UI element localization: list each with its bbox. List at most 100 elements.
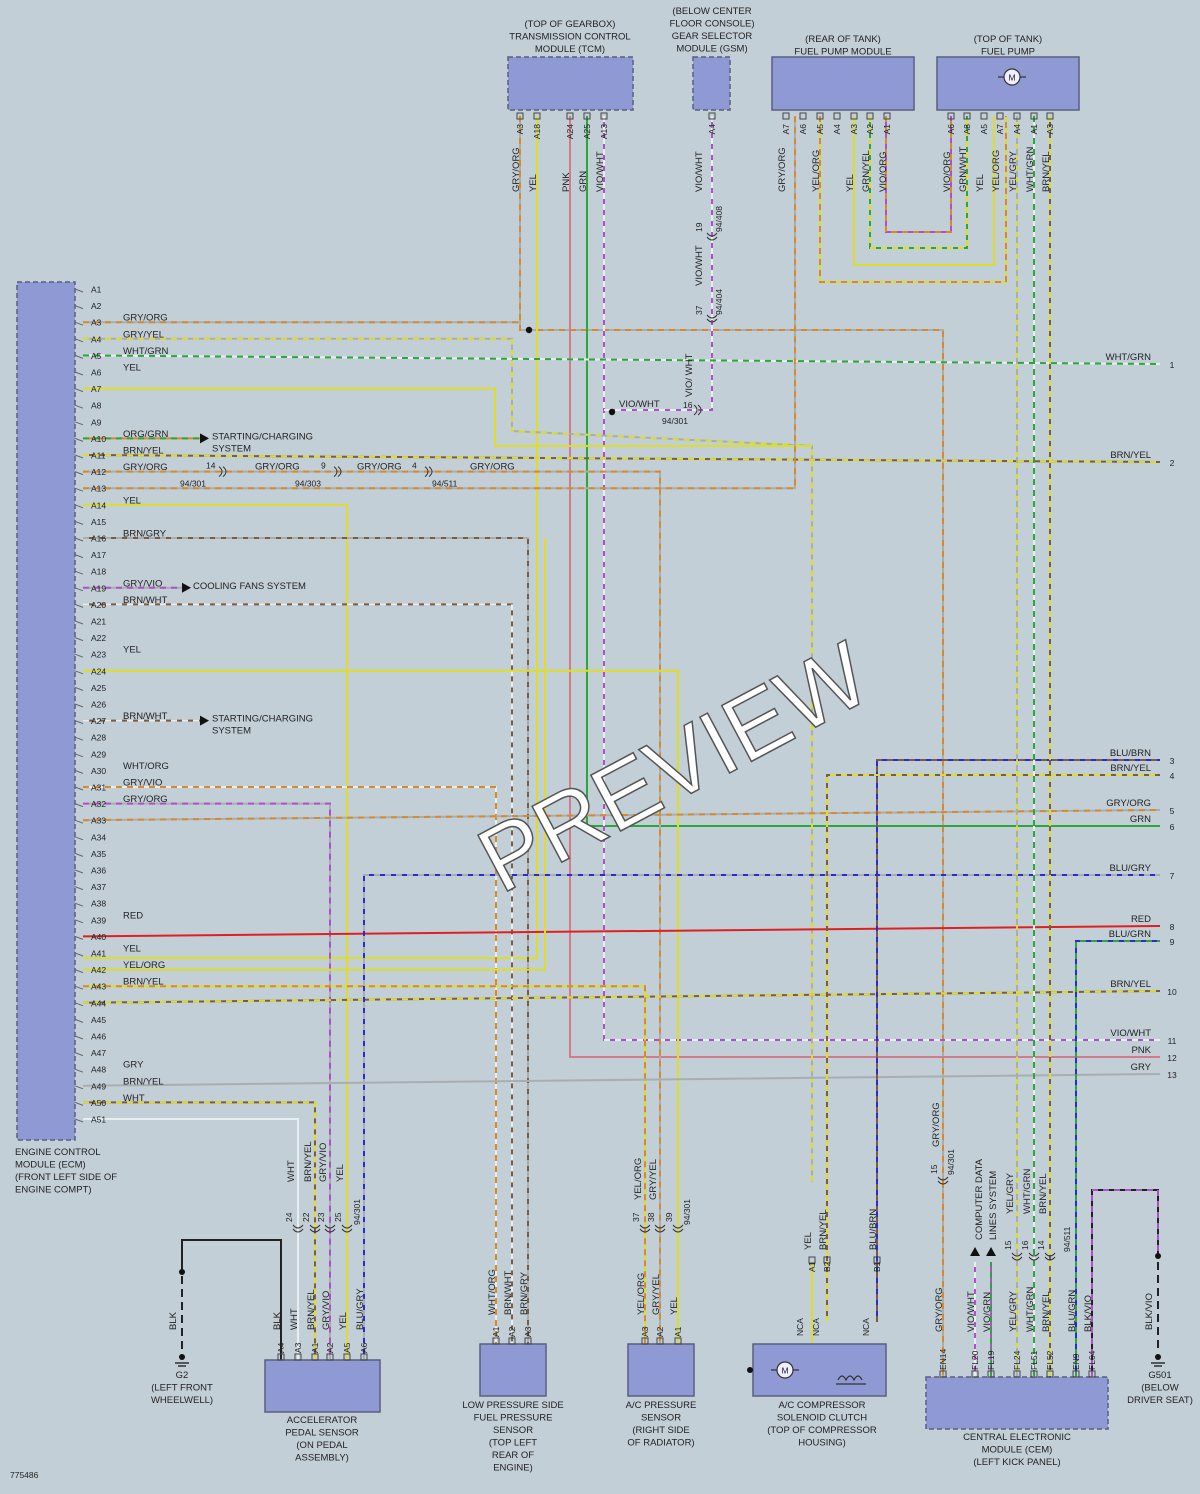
- wire-ecm-a51: [83, 1118, 299, 1360]
- connector-id: 94/408: [714, 206, 724, 232]
- ecm-pin-label: A30: [91, 766, 106, 776]
- tcm-caption: TRANSMISSION CONTROL: [509, 32, 630, 43]
- connector-pin: 15: [929, 1164, 939, 1174]
- acps-wire-label: GRY/YEL: [651, 1274, 662, 1315]
- pin-terminal: [883, 112, 891, 120]
- pin-terminal: [343, 1353, 351, 1361]
- connector-pin: 14: [206, 461, 216, 471]
- pin-terminal: [799, 112, 807, 120]
- connector-symbol: [937, 1176, 949, 1185]
- ecm-pin-label: A4: [91, 334, 102, 344]
- pin-terminal: [1046, 112, 1054, 120]
- connector-pin: 24: [284, 1212, 294, 1222]
- right-terminal-wire-label: RED: [1131, 914, 1151, 925]
- cem-pin-label: FL52: [1045, 1350, 1055, 1370]
- fuel-pump-wire-label: YEL/ORG: [991, 150, 1002, 192]
- pin-terminal: [1013, 112, 1021, 120]
- wire-ecm-a40: [82, 925, 1161, 938]
- lpfps-caption: REAR OF: [492, 1450, 534, 1461]
- aps-caption: (ON PEDAL: [296, 1440, 347, 1451]
- ecm-pin-label: A25: [91, 683, 106, 693]
- ecm-pin-label: A21: [91, 617, 106, 627]
- connector-pin: 37: [694, 305, 704, 315]
- cem-pin-label: FL64: [1087, 1350, 1097, 1370]
- ecm-wire-label: YEL: [123, 645, 141, 656]
- ecm-pin-label: A10: [91, 434, 106, 444]
- lpfps-wire-label: BRN/WHT: [503, 1270, 514, 1315]
- ecm-pin-lead: [74, 421, 84, 426]
- fuel-pump-pin-label: A7: [995, 124, 1005, 135]
- acps-pin-label: A2: [655, 1326, 665, 1337]
- acclutch-pin-label: B1: [872, 1261, 882, 1272]
- tcm-wire-label: YEL: [528, 174, 539, 192]
- connector-id: 94/404: [714, 289, 724, 315]
- ecm-pin-label: A43: [91, 982, 106, 992]
- ecm-pin-lead: [74, 637, 84, 642]
- motor-label: M: [781, 1366, 788, 1376]
- pin-terminal: [866, 112, 874, 120]
- nca-label: NCA: [811, 1318, 821, 1336]
- arrow-symbol: [182, 582, 191, 593]
- connector-symbol: [424, 466, 433, 477]
- aps-wire-label: GRY/VIO: [321, 1291, 332, 1330]
- wire-ecm-a24: [83, 669, 679, 1344]
- connector-id: 94/301: [352, 1199, 362, 1225]
- aps-wire-label: BLK: [272, 1311, 283, 1330]
- pin-terminal: [524, 1337, 532, 1345]
- aps-upper-wire-label: WHT: [286, 1160, 297, 1182]
- pin-terminal: [1046, 1370, 1054, 1378]
- accelerator-pedal-sensor: [264, 1359, 381, 1413]
- pin-terminal: [326, 1353, 334, 1361]
- ecm-pin-label: A18: [91, 567, 106, 577]
- ecm-pin-label: A12: [91, 467, 106, 477]
- motor-label: M: [1008, 73, 1015, 83]
- acclutch-pin-label: B2: [822, 1261, 832, 1272]
- right-terminal-wire-label: BLU/GRY: [1109, 863, 1151, 874]
- pin-terminal: [971, 1370, 979, 1378]
- fuel-pump-caption: FUEL PUMP: [981, 47, 1035, 58]
- ecm-wire-label: BRN/GRY: [123, 529, 167, 540]
- cem-wire-label: BLK/VIO: [1083, 1295, 1094, 1332]
- cem-wire-label: BLU/GRN: [1067, 1290, 1078, 1332]
- ecm-wire-label: YEL: [123, 944, 141, 955]
- ecm-pin-label: A34: [91, 832, 106, 842]
- tcm-pin-label: A3: [515, 124, 525, 135]
- right-terminal-wire-label: WHT/GRN: [1106, 352, 1152, 363]
- right-terminal-number: 7: [1170, 871, 1175, 881]
- pin-terminal: [583, 112, 591, 120]
- connector-id: 94/511: [432, 479, 458, 489]
- lpfps-caption: FUEL PRESSURE: [474, 1413, 553, 1424]
- connector-pin: 14: [1036, 1240, 1046, 1250]
- connector-id: 94/301: [682, 1199, 692, 1225]
- aps-upper-wire-label: GRY/VIO: [318, 1143, 329, 1182]
- gsm-wire-label: VIO/ WHT: [684, 354, 695, 397]
- ecm-pin-lead: [74, 985, 84, 990]
- solenoid-icon: [836, 1375, 866, 1385]
- tcm-pin-label: A24: [565, 124, 575, 139]
- connector-symbol: [292, 1224, 304, 1233]
- connector-pin: 39: [664, 1212, 674, 1222]
- ecm-pin-label: A32: [91, 799, 106, 809]
- connector-symbol: [1011, 1252, 1023, 1261]
- cem-pin-label: FL51: [1029, 1350, 1039, 1370]
- pin-terminal: [873, 1256, 881, 1264]
- gsm-pin-label: A4: [707, 124, 717, 135]
- aps-wire-label: BRN/YEL: [306, 1289, 317, 1330]
- ecm-wire-label: GRY: [123, 1060, 144, 1071]
- ecm-pin-lead: [74, 869, 84, 874]
- connector-pin: 15: [1003, 1240, 1013, 1250]
- tcm-wire-label: VIO/WHT: [595, 151, 606, 192]
- pin-terminal: [1013, 1370, 1021, 1378]
- ecm-pin-lead: [74, 1068, 84, 1073]
- splice-dot: [608, 408, 616, 416]
- right-terminal-number: 8: [1170, 922, 1175, 932]
- right-terminal-wire-label: PNK: [1131, 1045, 1151, 1056]
- cem-upper-wire-label: BRN/YEL: [1038, 1173, 1049, 1214]
- aps-upper-wire-label: YEL: [335, 1164, 346, 1182]
- cem-caption: MODULE (CEM): [982, 1445, 1053, 1456]
- ecm-pin-lead: [74, 653, 84, 658]
- ecm-pin-lead: [74, 321, 84, 326]
- ecm-pin-label: A11: [91, 451, 106, 461]
- fuel-module-pin-label: A4: [832, 124, 842, 135]
